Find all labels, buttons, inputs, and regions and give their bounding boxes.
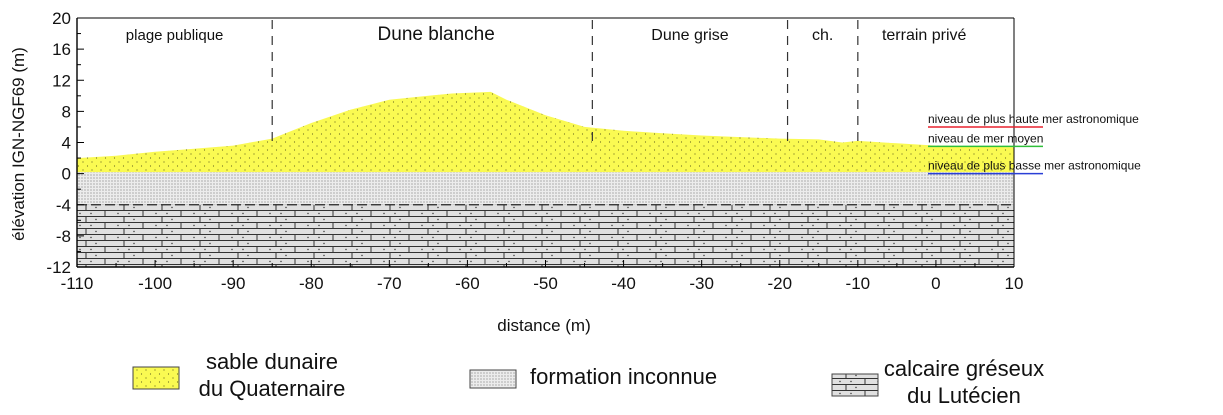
x-tick-label: -10 <box>846 274 871 293</box>
y-tick-label: 4 <box>62 134 71 153</box>
x-tick-label: -60 <box>455 274 480 293</box>
y-tick-label: 8 <box>62 102 71 121</box>
zone-label: Dune blanche <box>378 24 495 45</box>
x-axis-label: distance (m) <box>497 316 591 335</box>
dune-sand-layer <box>77 91 1014 173</box>
axes: -12-8-4048121620-110-100-90-80-70-60-50-… <box>46 9 1023 293</box>
unknown-formation-layer <box>77 172 1014 205</box>
y-tick-label: 12 <box>52 71 71 90</box>
y-tick-label: -12 <box>46 258 71 277</box>
x-tick-label: -80 <box>299 274 324 293</box>
legend-label: formation inconnue <box>530 364 717 389</box>
zone-label: Dune grise <box>651 27 728 44</box>
x-tick-label: -110 <box>61 274 94 293</box>
legend-label: du Lutécien <box>907 383 1021 408</box>
x-tick-label: -30 <box>689 274 714 293</box>
x-tick-label: -40 <box>611 274 636 293</box>
y-tick-label: -8 <box>56 227 71 246</box>
legend-label: calcaire gréseux <box>884 356 1044 381</box>
zone-boundaries <box>271 20 859 141</box>
y-tick-label: 0 <box>62 165 71 184</box>
legend-label: du Quaternaire <box>199 376 346 401</box>
zone-labels: plage publique Dune blanche Dune grise ch. t… <box>126 24 967 45</box>
limestone-layer <box>77 204 1014 267</box>
x-tick-label: -90 <box>221 274 246 293</box>
x-tick-label: 10 <box>1005 274 1024 293</box>
zone-label: plage publique <box>126 27 224 44</box>
sea-level-label: niveau de plus basse mer astronomique <box>928 159 1141 173</box>
zone-label: terrain privé <box>882 27 967 44</box>
y-tick-label: -4 <box>56 196 71 215</box>
x-tick-label: -20 <box>767 274 792 293</box>
sea-level-label: niveau de mer moyen <box>928 131 1043 145</box>
y-axis-label: élévation IGN-NGF69 (m) <box>9 47 28 241</box>
legend-label: sable dunaire <box>206 349 338 374</box>
x-tick-label: -50 <box>533 274 558 293</box>
sea-levels: niveau de plus haute mer astronomique niv… <box>928 112 1141 175</box>
x-tick-label: -100 <box>138 274 172 293</box>
sea-level-label: niveau de plus haute mer astronomique <box>928 112 1139 126</box>
geologic-layers <box>77 91 1014 267</box>
y-tick-label: 20 <box>52 9 71 28</box>
x-tick-label: -70 <box>377 274 402 293</box>
legend-swatch <box>469 369 517 389</box>
legend-swatch <box>831 373 879 397</box>
legend-swatch <box>132 366 180 390</box>
x-tick-label: 0 <box>931 274 940 293</box>
y-tick-label: 16 <box>52 40 71 59</box>
zone-label: ch. <box>812 27 833 44</box>
